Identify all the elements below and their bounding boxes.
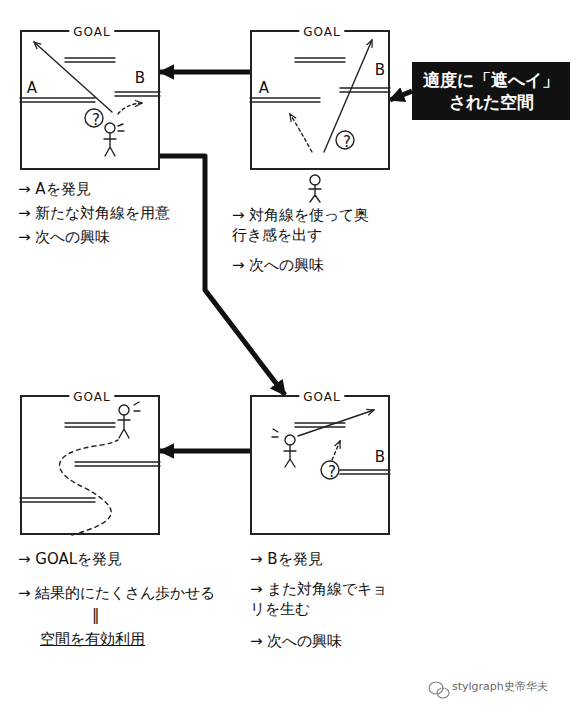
goal-label: GOAL [69,25,114,39]
person-figure [309,175,321,202]
wall [340,470,390,474]
wall [65,58,115,62]
callout-text: 適度に「遮へイ」された空間 [420,69,562,113]
surprise-marks [118,124,124,131]
sketch-panel: GOALAB? [250,30,390,170]
sketch-panel: GOAL [20,395,160,535]
panel-label: B [375,450,385,465]
speech-bubble [336,131,354,149]
note-text: → 新たな対角線を用意 [18,204,170,224]
note-text: → 次への興味 [18,228,110,248]
speech-bubble [85,109,103,127]
flow-arrow [160,156,285,395]
sketch-panel: GOALB? [250,395,390,535]
wall [20,498,95,502]
note-text: → 対角線を使って奥行き感を出す [232,206,382,245]
note-text: → Aを発見 [18,180,91,200]
dashed-arrow [118,103,142,114]
surprise-marks [134,402,140,411]
wall [295,58,345,62]
flow-arrow [390,91,412,100]
surprise-marks [272,429,278,437]
goal-label: GOAL [69,390,114,404]
speech-bubble [321,461,339,479]
person-figure [104,123,116,156]
sight-arrow [324,40,372,152]
watermark: stylgraph史帝华夫 [452,680,548,694]
sight-arrow [34,42,112,112]
note-text: → また対角線でキョリを生む [250,580,400,619]
wall [65,423,115,427]
wall [340,88,390,92]
goal-label: GOAL [299,25,344,39]
dashed-arrow [290,114,312,152]
note-text: → 結果的にたくさん歩かせる [18,584,215,604]
note-text: ‖ [92,606,100,626]
panel-label: A [27,81,37,96]
panel-label: ? [343,135,351,150]
note-text: 空間を有効利用 [40,630,145,650]
wechat-icon [429,682,449,698]
note-text: → 次への興味 [250,632,342,652]
panel-label: B [135,71,145,86]
wall [75,462,160,466]
sight-arrow [298,410,374,436]
walking-path [60,440,118,535]
flow-arrow [160,449,250,454]
dashed-arrow [332,441,340,460]
note-text: → 次への興味 [232,256,324,276]
person-figure [284,435,296,467]
callout-box: 適度に「遮へイ」された空間 [412,62,570,120]
note-text: → GOALを発見 [18,550,122,570]
flow-arrow [160,70,250,75]
panel-label: B [375,63,385,78]
note-text: → Bを発見 [250,550,323,570]
panel-label: ? [328,465,336,480]
wall [250,98,320,102]
panel-label: ? [92,113,100,128]
goal-label: GOAL [299,390,344,404]
sketch-panel: GOALAB? [20,30,160,170]
wall [115,92,160,96]
person-figure [118,405,130,438]
wall [20,98,95,102]
panel-label: A [259,81,269,96]
wall [295,423,345,427]
